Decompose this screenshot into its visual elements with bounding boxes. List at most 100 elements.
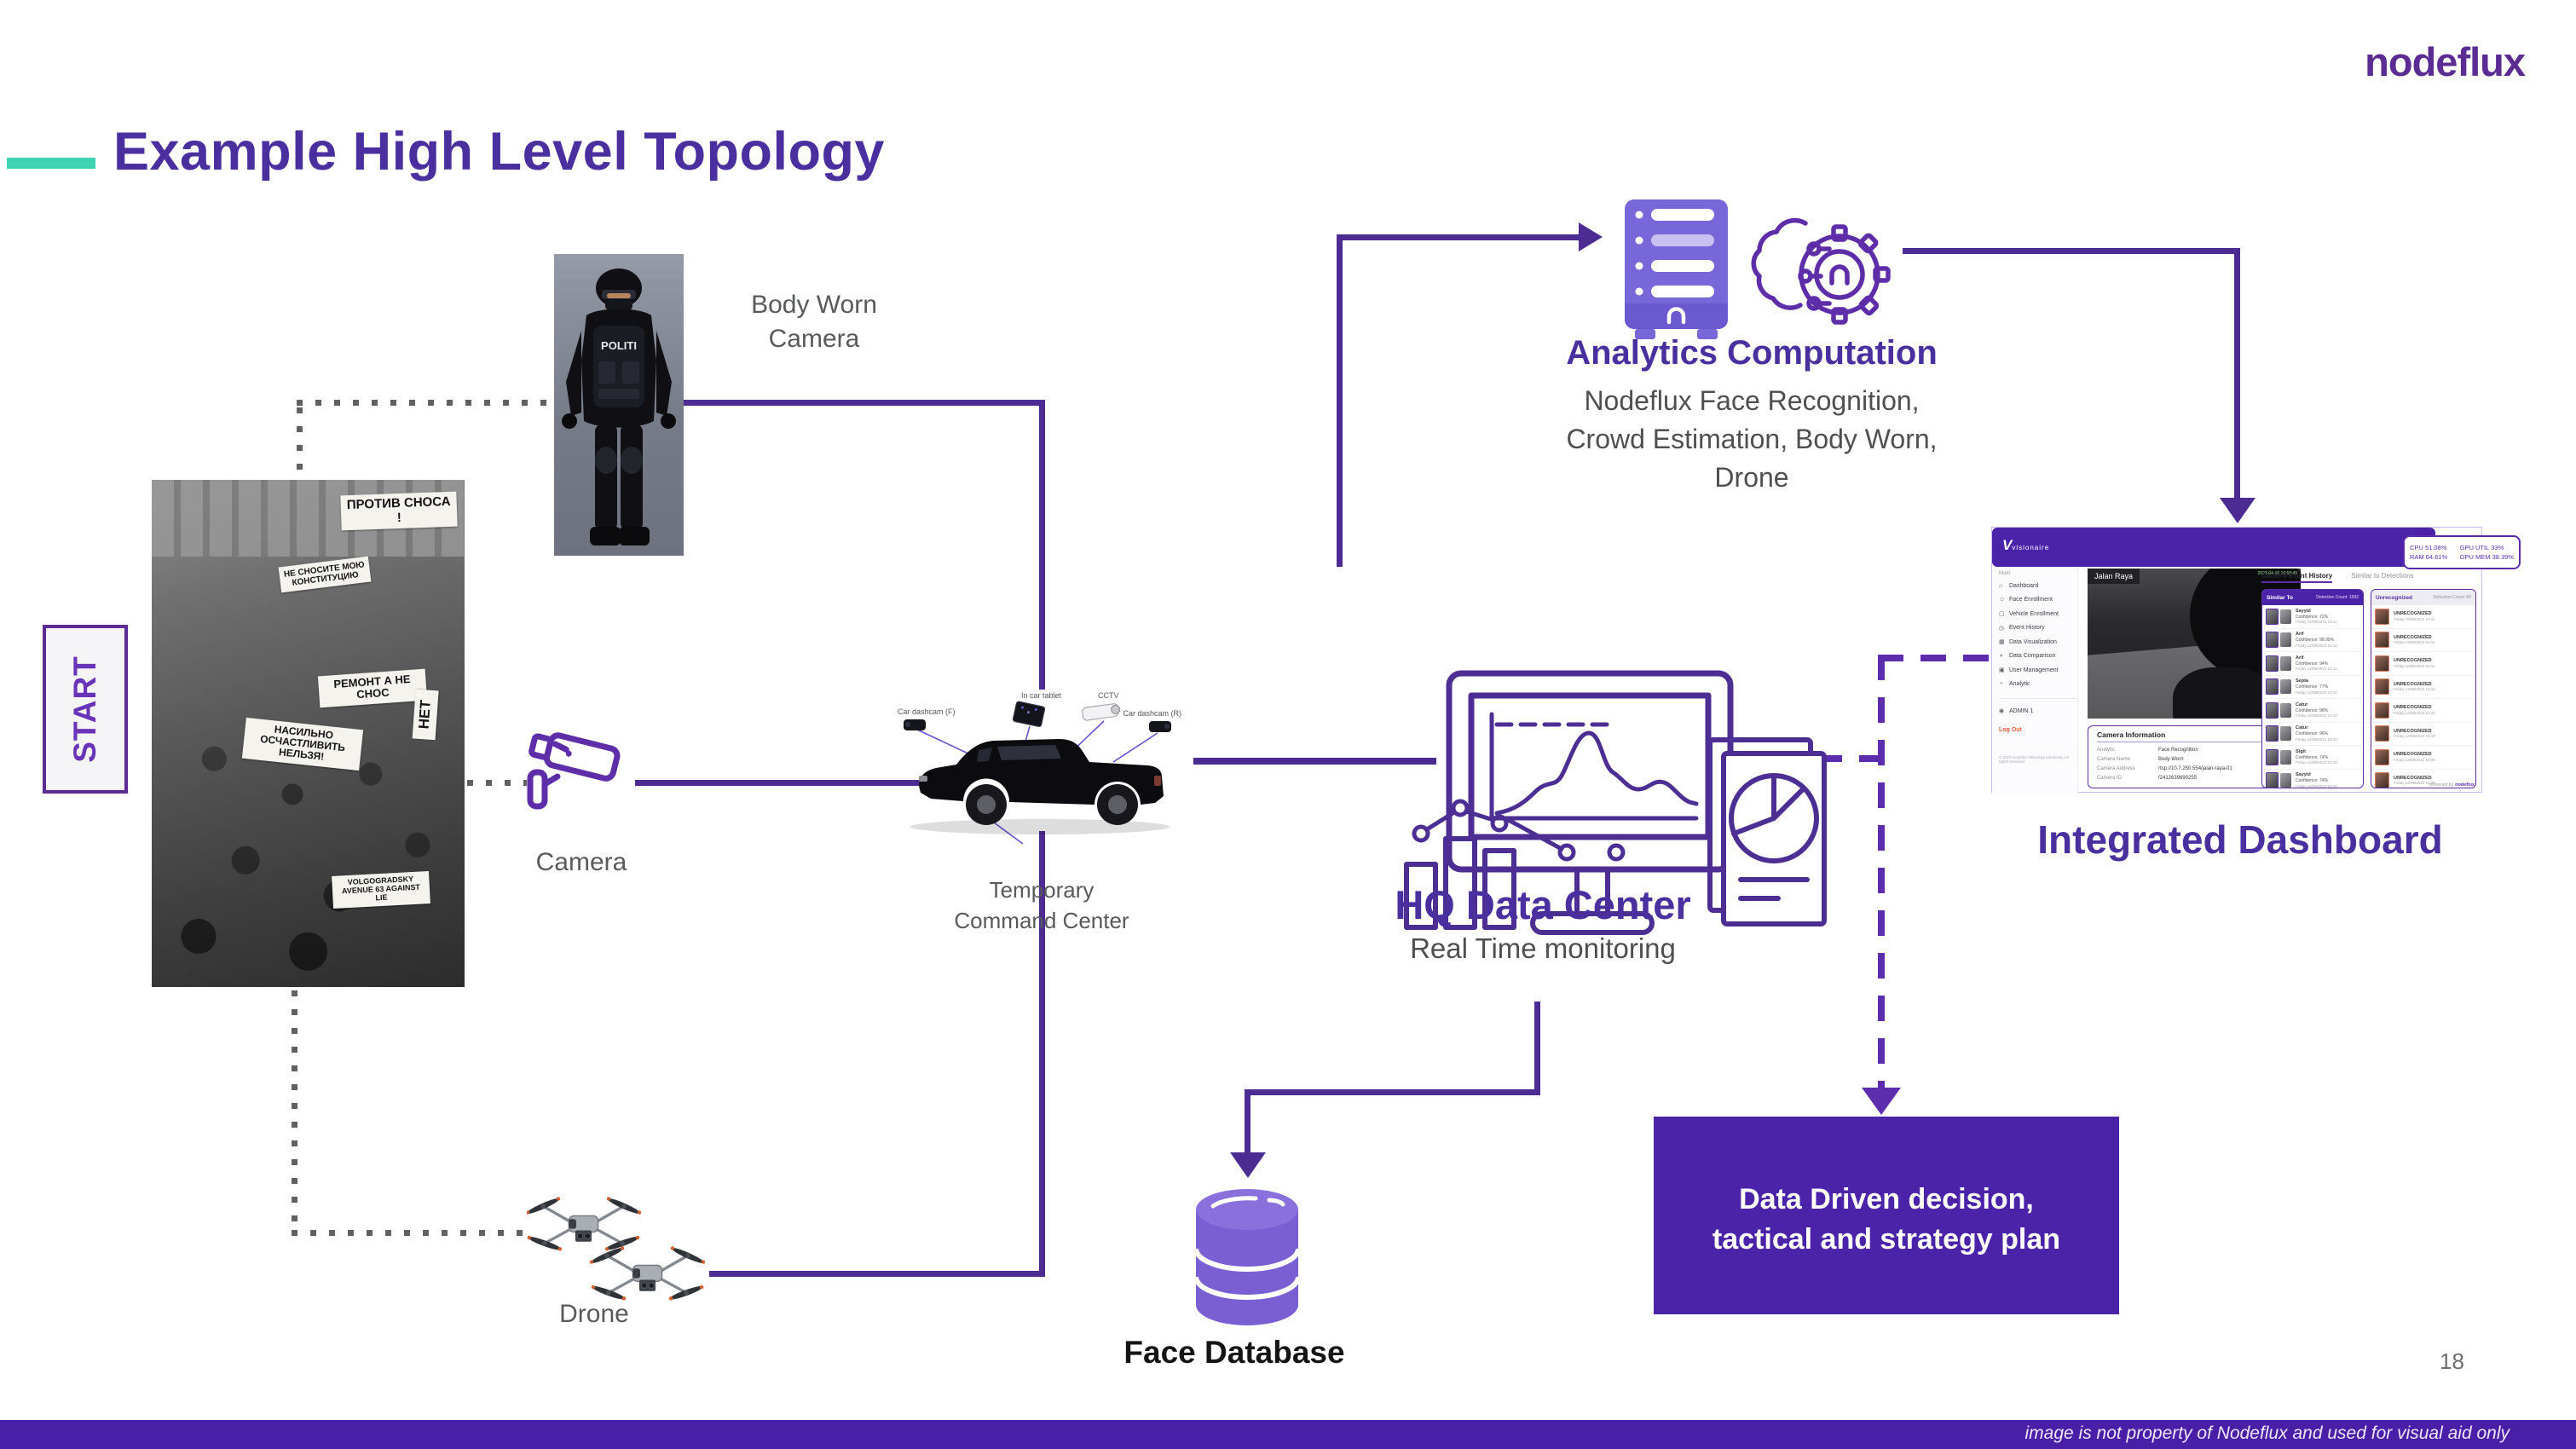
connector-camera-truck: [635, 780, 942, 786]
decision-box: Data Driven decision, tactical and strat…: [1654, 1117, 2119, 1314]
connector-hq-db-v2: [1245, 1089, 1250, 1154]
face-database-label: Face Database: [1123, 1335, 1345, 1370]
officer-vest-text: POLITI: [601, 339, 637, 352]
body-worn-officer-photo: POLITI: [554, 254, 684, 556]
connector-hq-db-v1: [1534, 1002, 1540, 1095]
annotation-cctv: CCTV: [1098, 691, 1119, 700]
connector-crowd-camera: [467, 780, 527, 786]
sidebar-item-history[interactable]: ◷Event History: [1999, 625, 2045, 632]
face-thumbnail: [2266, 632, 2279, 649]
connector-analytics-h: [1337, 234, 1580, 240]
logout-button[interactable]: Log Out: [1999, 726, 2022, 733]
video-camera-title: Jalan Raya: [2088, 569, 2140, 584]
compare-icon: ◑: [1999, 653, 2003, 660]
hq-title: HQ Data Center: [1395, 882, 1691, 927]
command-center-photo: Car dashcam (F) In car tablet CCTV Car d…: [893, 680, 1187, 855]
tab-similar-to-detections[interactable]: Similar to Detections: [2351, 572, 2414, 580]
page-title: Example High Level Topology: [113, 122, 885, 182]
stat-gpu-util: GPU UTIL 33%: [2459, 544, 2504, 551]
protest-sign: НЕ СНОСИТЕ МОЮ КОНСТИТУЦИЮ: [278, 556, 372, 593]
sidebar-item-compare[interactable]: ◑Data Comparison: [1999, 653, 2056, 660]
connector-crowd-drone-h: [292, 1230, 523, 1236]
face-thumbnail: [2375, 725, 2389, 742]
face-thumbnail: [2280, 773, 2291, 788]
connector-truck-spine-bottom: [1039, 831, 1045, 1277]
camera-info-row: Camera Address rtsp://10.7.250.554/jalan…: [2097, 766, 2232, 771]
sidebar-item-viz[interactable]: ▦Data Visualization: [1999, 638, 2057, 646]
server-icon: [1618, 196, 1735, 349]
face-thumbnail: [2375, 772, 2389, 788]
face-thumbnail: [2375, 608, 2389, 625]
hq-subtitle: Real Time monitoring: [1410, 932, 1676, 964]
tab-camera-event-history[interactable]: Camera Event History: [2261, 572, 2333, 583]
unrecognized-panel: Unrecognized Detection Count: 80 UNRECOG…: [2371, 589, 2476, 788]
body-worn-label: Body Worn Camera: [751, 291, 877, 353]
dashboard-sidebar: Main ⌂Dashboard☺Face Enrollment▢Vehicle …: [1992, 567, 2078, 794]
face-thumbnail: [2280, 726, 2291, 742]
camera-info-row: Camera Name Body Worn: [2097, 757, 2184, 762]
face-thumbnail: [2266, 772, 2279, 788]
camera-label: Camera: [535, 848, 627, 876]
analytics-title: Analytics Computation: [1566, 334, 1938, 372]
protest-sign: РЕМОНТ А НЕ СНОС: [317, 668, 428, 707]
face-thumbnail: [2375, 748, 2389, 765]
start-badge: START: [43, 625, 128, 794]
connector-truck-spine-top: [1039, 400, 1045, 690]
dashboard-system-stats: CPU 51.08% GPU UTIL 33% RAM 64.61% GPU M…: [2403, 535, 2521, 569]
users-icon: ▣: [1999, 667, 2005, 674]
face-thumbnail: [2266, 678, 2279, 696]
sidebar-item-admin[interactable]: ◉ ADMIN 1: [1999, 698, 2077, 719]
viz-icon: ▦: [1999, 639, 2005, 646]
face-thumbnail: [2266, 655, 2279, 672]
sidebar-item-users[interactable]: ▣User Management: [1999, 667, 2059, 674]
sidebar-item-vehicle[interactable]: ▢Vehicle Enrollment: [1999, 610, 2059, 618]
face-icon: ☺: [1999, 597, 2006, 603]
face-thumbnail: [2266, 748, 2279, 765]
connector-analytics-v: [1337, 234, 1343, 567]
connector-drone-truck: [709, 1271, 1045, 1277]
video-foreground: [2173, 667, 2275, 719]
connector-crowd-drone-v: [292, 990, 297, 1232]
annotation-dashcam-r: Car dashcam (R): [1123, 709, 1181, 718]
connector-dashed-to-dashboard: [1878, 655, 1991, 661]
arrowhead-into-facedb: [1230, 1152, 1266, 1178]
integrated-dashboard-screenshot: Vvisionaire CPU 51.08% GPU UTIL 33% RAM …: [1991, 527, 2521, 794]
protest-sign: НАСИЛЬНО ОСЧАСТЛИВИТЬ НЕЛЬЗЯ!: [241, 717, 364, 771]
vehicle-icon: ▢: [1999, 611, 2005, 618]
annotation-tablet: In car tablet: [1021, 691, 1062, 700]
sidebar-item-face[interactable]: ☺Face Enrollment: [1999, 597, 2053, 603]
camera-information-title: Camera Information: [2097, 730, 2166, 739]
visionaire-logo: Vvisionaire: [2002, 537, 2050, 553]
crowd-photo: ПРОТИВ СНОСА ! НЕ СНОСИТЕ МОЮ КОНСТИТУЦИ…: [152, 480, 465, 987]
cctv-camera-icon: [522, 714, 637, 827]
sidebar-item-analytic[interactable]: ◔Analytic: [1999, 681, 2030, 688]
similar-to-header: Similar To Detection Count: 1592: [2262, 590, 2363, 605]
face-thumbnail: [2280, 609, 2291, 624]
stat-ram: RAM 64.61%: [2410, 553, 2448, 561]
sidebar-item-home[interactable]: ⌂Dashboard: [1999, 582, 2039, 589]
footer-disclaimer: image is not property of Nodeflux and us…: [2024, 1423, 2510, 1443]
protest-sign: VOLGOGRADSKY AVENUE 63 AGAINST LIE: [332, 871, 430, 909]
face-thumbnail: [2375, 655, 2389, 672]
face-thumbnail: [2280, 702, 2291, 718]
command-center-label: Temporary Command Center: [954, 877, 1129, 933]
protest-sign: НЕТ: [412, 689, 439, 741]
analytics-subtitle: Nodeflux Face Recognition, Crowd Estimat…: [1566, 385, 1938, 493]
